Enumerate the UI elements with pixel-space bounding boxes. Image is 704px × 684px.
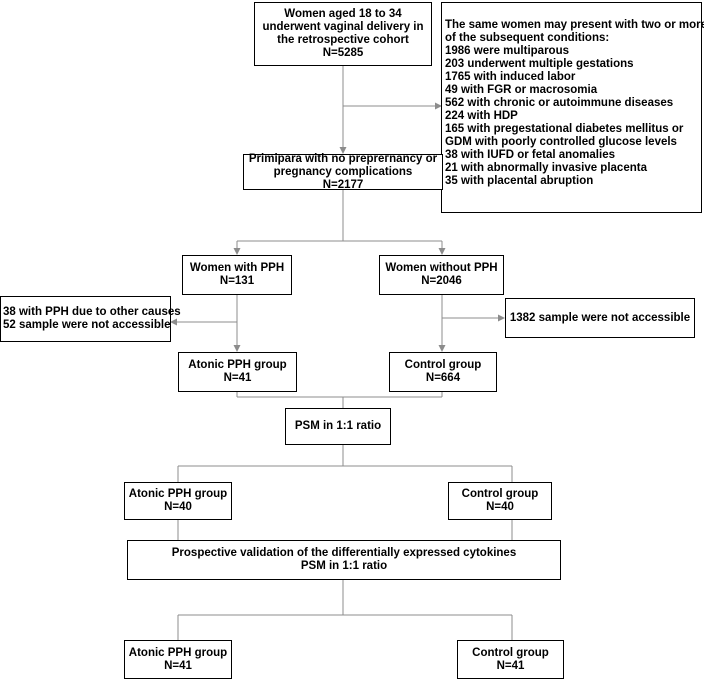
box-text-line: N=41 xyxy=(164,659,192,672)
box-text-line: GDM with poorly controlled glucose level… xyxy=(445,136,677,148)
box-text-line: underwent vaginal delivery in xyxy=(262,21,424,33)
box-text-line: The same women may present with two or m… xyxy=(445,19,704,31)
box-text-line: Women aged 18 to 34 xyxy=(284,8,402,20)
box-text-line: N=131 xyxy=(219,275,255,287)
box-text-line: Primipara with no preprегnancy or xyxy=(248,152,438,165)
box-text-line: 21 with abnormally invasive placenta xyxy=(445,162,647,174)
box-text-line: Women with PPH xyxy=(189,262,285,274)
box-text-line: Control group xyxy=(472,646,549,659)
box-text-line: the retrospective cohort xyxy=(277,34,409,46)
box-text-line: N=664 xyxy=(425,372,461,384)
box-text-line: 38 with PPH due to other causes xyxy=(3,306,181,318)
box-text-line: 224 with HDP xyxy=(445,110,518,122)
box-text-line: N=5285 xyxy=(322,47,364,59)
box-text-line: PSM in 1:1 ratio xyxy=(300,560,388,572)
box-text-line: Control group xyxy=(404,359,482,371)
exclusion-conditions-box: The same women may present with two or m… xyxy=(441,2,704,213)
box-text-line: N=2177 xyxy=(322,178,364,191)
box-text-line: N=40 xyxy=(486,501,514,513)
box-text-line: 1382 sample were not accessible xyxy=(509,311,691,324)
box-text-line: pregnancy complications xyxy=(273,165,413,178)
box-text-line: PSM in 1:1 ratio xyxy=(294,420,382,432)
box-text-line: Women without PPH xyxy=(385,262,498,274)
box-text-line: 35 with placental abruption xyxy=(445,175,594,187)
box-text-line: 165 with pregestational diabetes mellitu… xyxy=(445,123,684,135)
prospective-validation-box: Prospective validation of the differenti… xyxy=(127,540,561,580)
box-text-line: Atonic PPH group xyxy=(128,488,228,500)
box-text-line: N=2046 xyxy=(421,275,462,287)
psm-box-1: PSM in 1:1 ratio xyxy=(285,408,391,445)
box-text-line: N=41 xyxy=(223,372,252,384)
box-text-line: 562 with chronic or autoimmune diseases xyxy=(445,97,674,109)
box-text-line: 38 with IUFD or fetal anomalies xyxy=(445,149,615,161)
box-text-line: 203 underwent multiple gestations xyxy=(445,58,634,70)
box-text-line: 1765 with induced labor xyxy=(445,71,576,83)
box-text-line: 52 sample were not accessible xyxy=(3,319,171,331)
box-text-line: Prospective validation of the differenti… xyxy=(171,547,517,559)
box-text-line: N=41 xyxy=(496,659,525,672)
box-text-line: of the subsequent conditions: xyxy=(445,32,610,44)
box-text-line: 1986 were multiparous xyxy=(445,45,569,57)
box-text-line: Control group xyxy=(461,488,539,500)
box-text-line: Atonic PPH group xyxy=(128,646,228,659)
box-text-line: Atonic PPH group xyxy=(188,359,287,371)
no-pph-excluded-box: 1382 sample were not accessible xyxy=(505,298,695,338)
box-text-line: 49 with FGR or macrosomia xyxy=(445,84,598,96)
box-text-line: N=40 xyxy=(164,501,192,513)
